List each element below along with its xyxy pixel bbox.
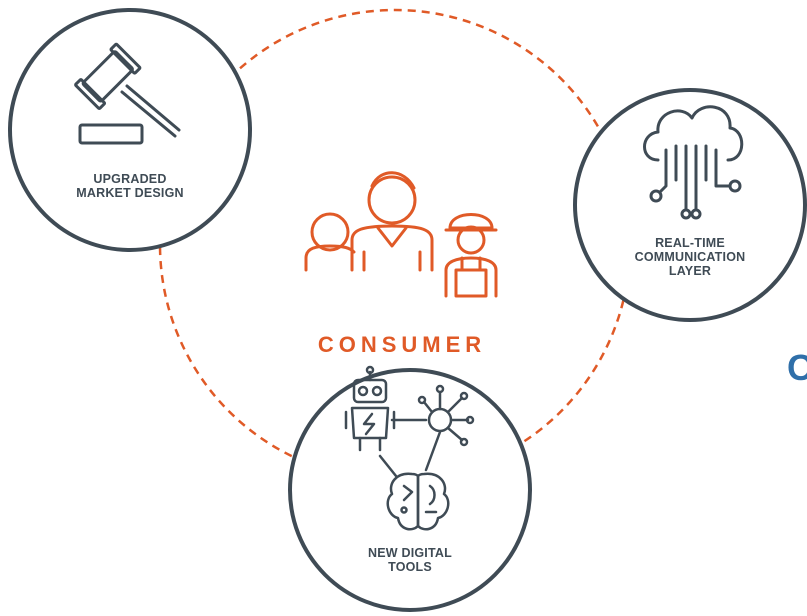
node-label-market: UPGRADED MARKET DESIGN bbox=[76, 172, 184, 200]
gavel-icon bbox=[74, 42, 181, 145]
node-circle-communication bbox=[573, 88, 807, 322]
node-circle-market bbox=[8, 8, 252, 252]
robot-brain-network-icon bbox=[344, 365, 475, 531]
node-label-communication: REAL-TIME COMMUNICATION LAYER bbox=[634, 236, 746, 278]
consumers-group-icon bbox=[304, 171, 498, 298]
cloud-network-icon bbox=[643, 105, 744, 220]
partial-heading-letter: C bbox=[787, 347, 807, 388]
node-label-tools: NEW DIGITAL TOOLS bbox=[368, 546, 452, 574]
center-label-consumer: CONSUMER bbox=[317, 332, 487, 357]
